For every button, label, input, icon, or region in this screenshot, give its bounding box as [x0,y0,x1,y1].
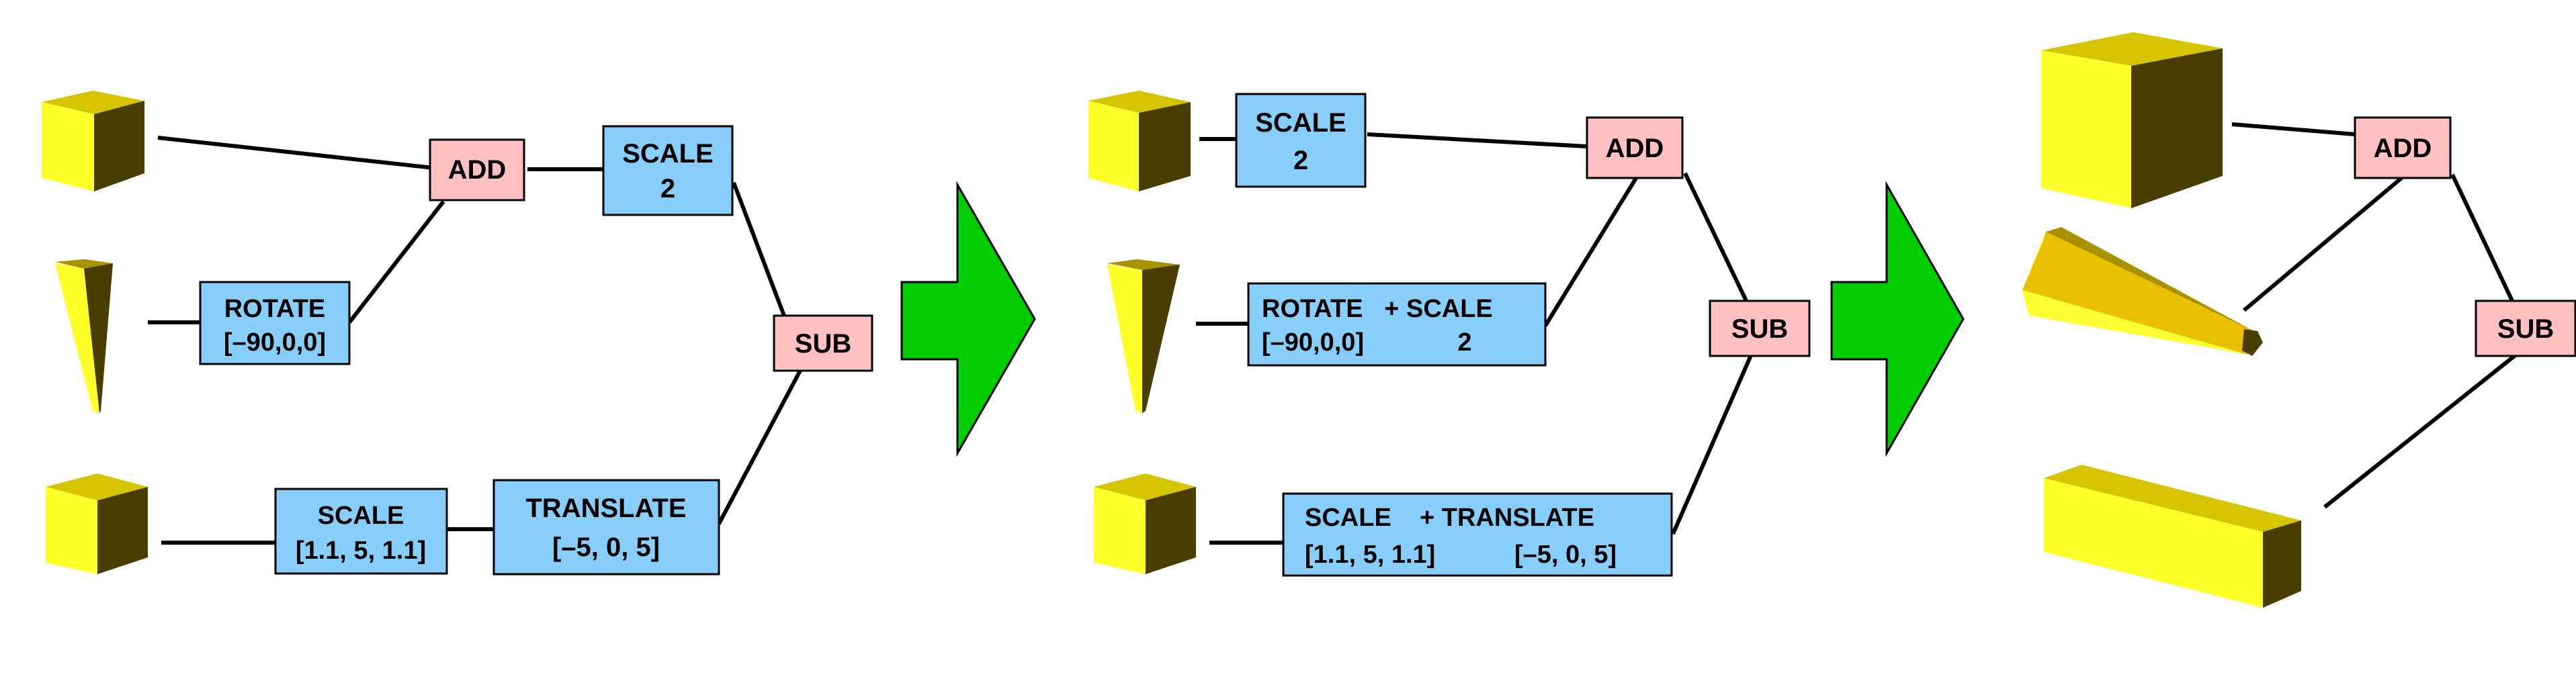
edge-add-sub [2450,173,2515,304]
rotate-node: ROTATE [–90,0,0] [199,281,351,365]
sub-node: SUB [2475,300,2576,357]
cone-solid-icon [1107,259,1180,413]
svg-text:SCALE + TRANSLATE: SCALE + TRANSLATE [1305,504,1594,532]
svg-text:[1.1, 5, 1.1]: [1.1, 5, 1.1] [296,537,426,565]
edge-cube-add [157,136,434,170]
svg-text:[–90,0,0]: [–90,0,0] [224,328,326,357]
edge-add-sub [1683,172,1749,304]
transform-arrow-icon [1830,181,1965,457]
scale-node: SCALE 2 [1235,93,1367,188]
edge-scale-add [1367,132,1588,148]
translated-bar-solid-icon [2044,465,2301,608]
cube-solid-icon [42,91,144,191]
svg-text:[–5, 0, 5]: [–5, 0, 5] [1514,541,1617,569]
edge-bar-sub [2323,347,2524,509]
add-node: ADD [1586,116,1684,179]
scaled-cube-solid-icon [2041,32,2223,208]
svg-text:2: 2 [1293,146,1308,175]
scale-translate-node: SCALE + TRANSLATE [1.1, 5, 1.1] [–5, 0, … [1282,492,1673,577]
svg-text:ADD: ADD [2374,134,2432,163]
svg-text:[–90,0,0]: [–90,0,0] [1262,328,1364,357]
panel-1: ADD SCALE 2 ROTATE [–90,0,0] SUB SCALE [… [42,91,873,576]
add-node: ADD [2354,116,2452,179]
edge-translate-sub [717,368,803,525]
svg-text:SCALE: SCALE [318,502,404,530]
svg-text:2: 2 [1457,328,1471,357]
edge-cone-add [2243,174,2405,312]
cone-solid-icon [55,259,113,413]
svg-text:SCALE: SCALE [1255,108,1346,138]
edge-scale-sub [732,181,788,322]
transform-arrow-icon [900,181,1036,457]
cube-solid-icon [1088,91,1191,191]
svg-text:[1.1, 5, 1.1]: [1.1, 5, 1.1] [1305,541,1435,569]
sub-node: SUB [773,314,873,372]
svg-text:2: 2 [660,174,675,203]
svg-text:TRANSLATE: TRANSLATE [525,494,686,523]
svg-text:SUB: SUB [1731,314,1788,344]
rotate-scale-node: ROTATE + SCALE [–90,0,0] 2 [1247,282,1547,367]
sub-node: SUB [1709,300,1811,357]
cube-solid-icon [1094,473,1196,574]
svg-text:ROTATE: ROTATE [224,295,326,323]
scale-node: SCALE 2 [602,125,734,216]
edge-combo1-add [1543,175,1639,327]
panel-2: SCALE 2 ADD ROTATE + SCALE [–90,0,0] 2 S… [1088,91,1811,577]
svg-text:ADD: ADD [448,155,507,185]
translate-node: TRANSLATE [–5, 0, 5] [492,479,720,576]
svg-text:[–5, 0, 5]: [–5, 0, 5] [552,533,660,562]
svg-text:SUB: SUB [2497,314,2554,344]
edge-bigcube-add [2231,122,2356,136]
edge-combo2-sub [1671,348,1756,535]
edge-rotate-add [347,200,445,324]
svg-text:ADD: ADD [1606,134,1664,163]
svg-text:SCALE: SCALE [622,139,714,169]
cube-solid-icon [46,473,148,574]
add-node: ADD [429,138,525,201]
panel-3: ADD SUB [2022,32,2576,608]
svg-text:SUB: SUB [795,329,851,359]
scale-vector-node: SCALE [1.1, 5, 1.1] [274,488,448,575]
svg-text:ROTATE + SCALE: ROTATE + SCALE [1262,295,1493,323]
rotated-cone-solid-icon [2022,227,2263,356]
